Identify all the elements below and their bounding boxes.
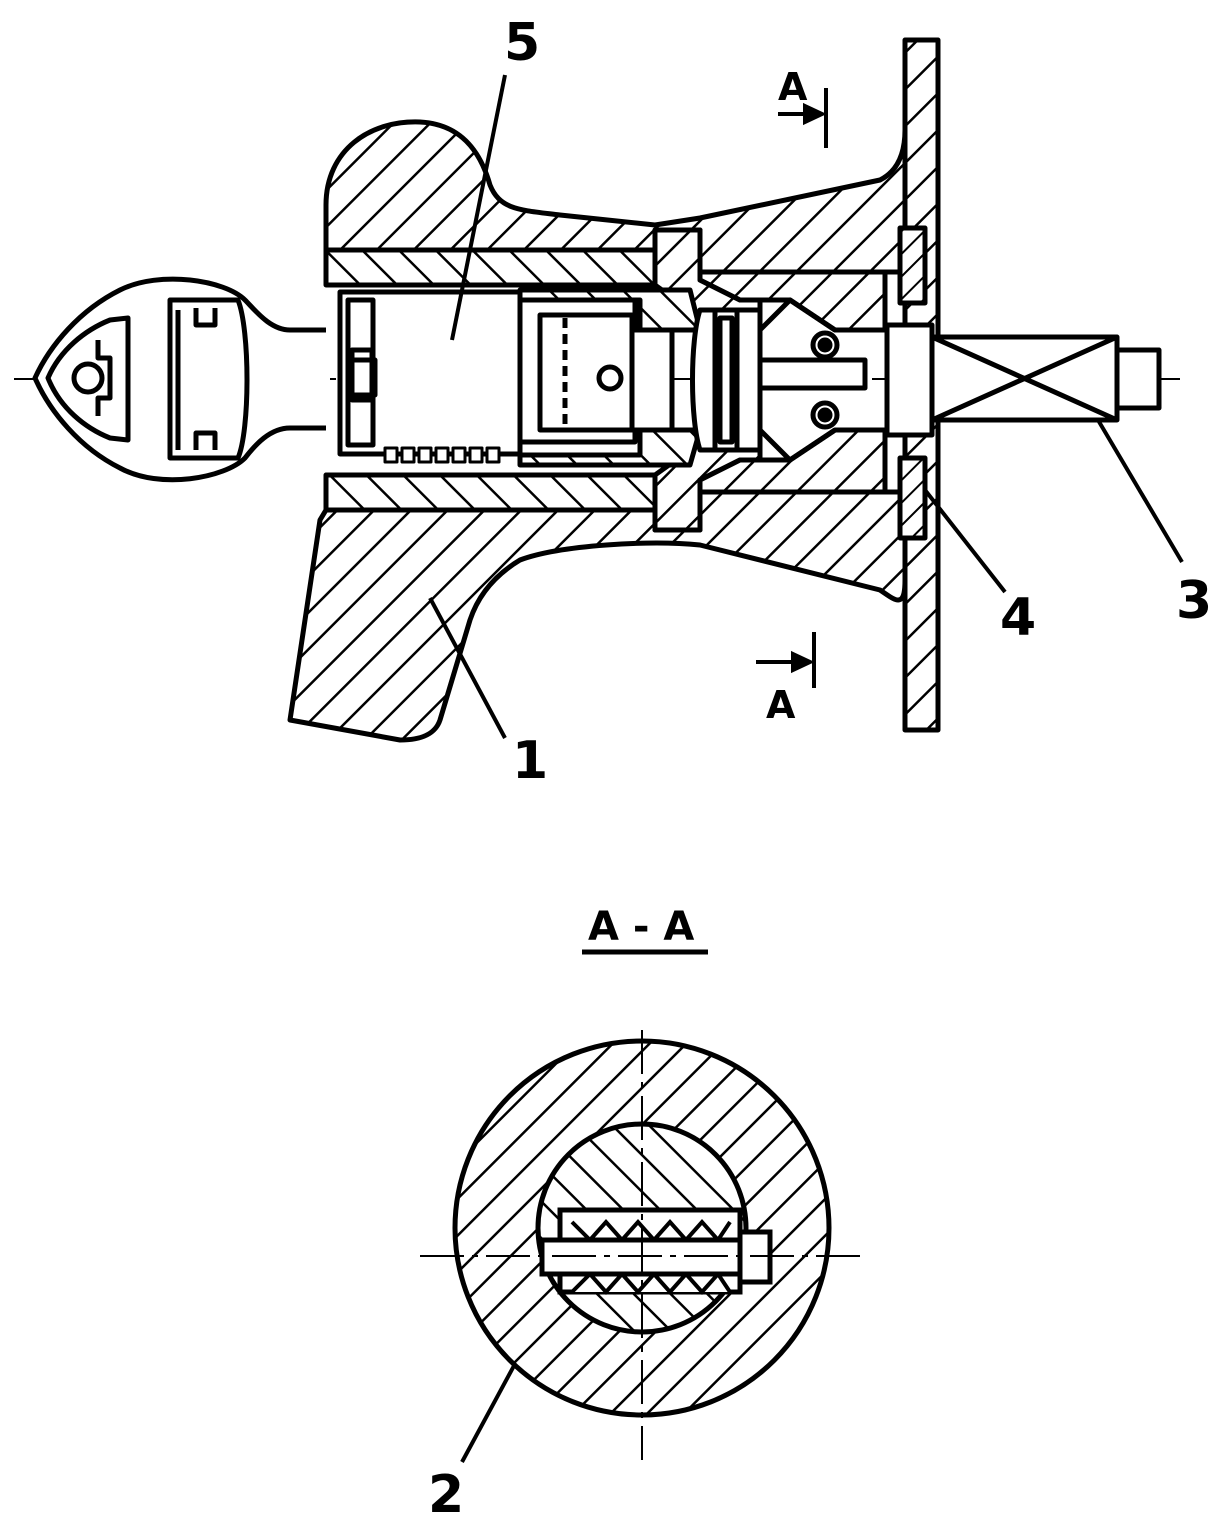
- spring: [383, 446, 501, 464]
- leader-lines: [428, 74, 1184, 1463]
- pin: [757, 357, 868, 391]
- section-mark-bottom: [756, 632, 816, 688]
- sleeve-upper: [323, 247, 659, 288]
- section-view: [14, 37, 1188, 743]
- nut: [884, 322, 935, 438]
- part-label-2: 2: [428, 1465, 464, 1525]
- gasket-lower: [897, 455, 928, 541]
- section-mark-bottom-label: A: [766, 683, 796, 727]
- section-title: A - A: [588, 904, 694, 950]
- section-mark-top: [778, 88, 828, 148]
- part-label-3: 3: [1176, 571, 1212, 631]
- part-label-1: 1: [512, 731, 548, 791]
- cross-section-aa: [420, 1030, 860, 1460]
- part-label-5: 5: [504, 13, 540, 73]
- section-mark-top-label: A: [778, 65, 808, 109]
- sleeve-lower: [323, 472, 659, 513]
- gasket-upper: [897, 225, 928, 306]
- rotor: [517, 287, 703, 333]
- housing-lower: [287, 489, 908, 743]
- part-label-4: 4: [1000, 588, 1036, 648]
